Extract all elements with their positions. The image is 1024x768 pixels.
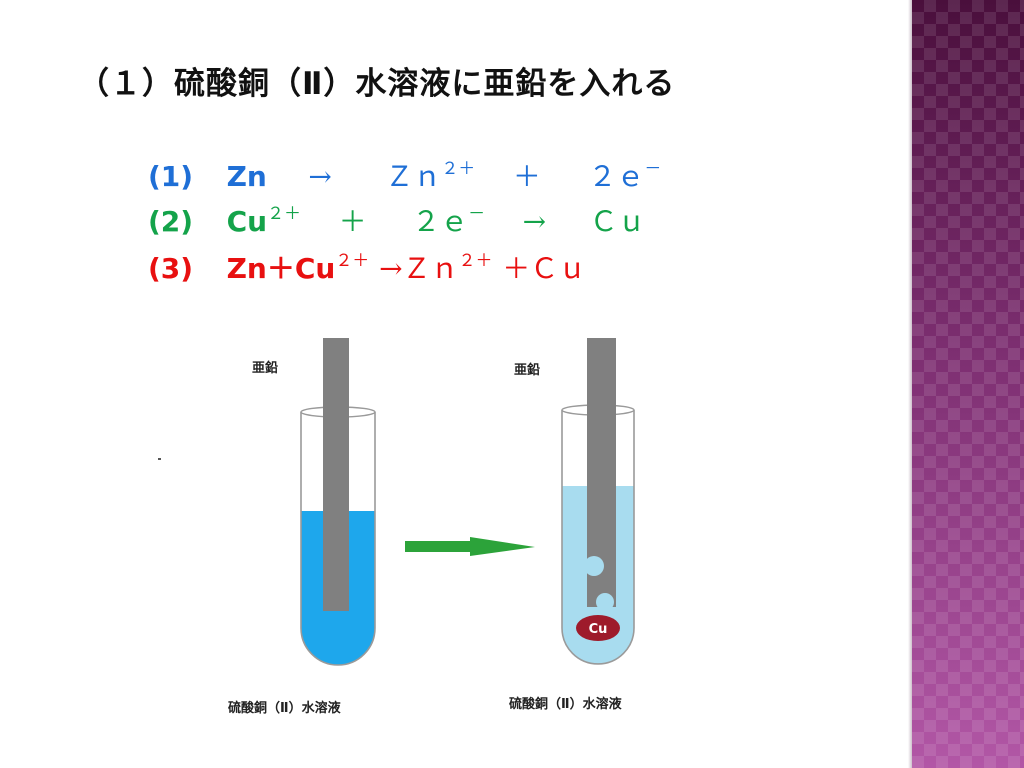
equation-1-plus: ＋	[512, 160, 541, 193]
equation-2-copper-ion-charge: ２＋	[267, 204, 302, 224]
equation-3-copper-ion-charge: ２＋	[335, 251, 370, 271]
equation-1-zinc-ion-charge: ２＋	[441, 159, 476, 179]
left-test-tube	[300, 338, 376, 666]
equation-2-electrons: ２ｅ	[412, 205, 469, 238]
slide-title: （１）硫酸銅（Ⅱ）水溶液に亜鉛を入れる	[78, 66, 676, 102]
right-solution-label: 硫酸銅（Ⅱ）水溶液	[509, 696, 622, 712]
equation-1-arrow: →	[308, 160, 332, 193]
left-tube-outline	[300, 412, 376, 666]
electrode-pit-lower	[596, 593, 614, 611]
equation-3-zinc-ion-charge: ２＋	[458, 251, 493, 271]
equation-1: (1) Zn → Ｚｎ２＋ ＋ ２ｅ－	[148, 160, 661, 194]
equation-2-product: Ｃｕ	[589, 205, 646, 238]
equation-2-plus: ＋	[338, 205, 367, 238]
right-test-tube: Cu	[561, 338, 635, 665]
equation-2-electron-charge: －	[468, 204, 486, 224]
copper-deposit	[576, 615, 620, 641]
equation-2-number: (2)	[148, 205, 194, 238]
left-electrode-label: 亜鉛	[252, 360, 278, 376]
right-zinc-electrode	[587, 338, 616, 620]
equation-2-copper-ion: Cu	[226, 205, 268, 238]
electrode-pit-upper	[584, 556, 604, 576]
test-tube-diagram: 亜鉛 硫酸銅（Ⅱ）水溶液 Cu 亜鉛 硫酸銅（Ⅱ）水溶液	[158, 338, 635, 716]
equation-3-plus-copper: ＋Ｃｕ	[502, 252, 587, 285]
equation-1-electron-charge: －	[644, 159, 662, 179]
equation-1-number: (1)	[148, 160, 194, 193]
right-tube-outline	[561, 410, 635, 665]
equation-1-zinc-ion: Ｚｎ	[385, 160, 442, 193]
copper-deposit-label: Cu	[589, 622, 608, 637]
equation-2: (2) Cu２＋ ＋ ２ｅ－ → Ｃｕ	[148, 205, 646, 239]
equation-3: (3) Zn＋Cu２＋ →Ｚｎ２＋ ＋Ｃｕ	[148, 252, 586, 286]
left-zinc-electrode	[323, 338, 349, 611]
equation-3-arrow-zinc-ion: →Ｚｎ	[379, 252, 459, 285]
stray-dot	[158, 458, 161, 460]
equation-2-arrow: →	[522, 205, 547, 238]
left-solution-label: 硫酸銅（Ⅱ）水溶液	[228, 700, 341, 716]
decorative-side-band	[912, 0, 1024, 768]
equation-3-number: (3)	[148, 252, 194, 285]
equation-1-electrons: ２ｅ	[588, 160, 645, 193]
equation-3-reactants: Zn＋Cu	[226, 252, 336, 285]
equation-1-reactant: Zn	[226, 160, 267, 193]
side-band-edge	[908, 0, 912, 768]
transition-arrow	[405, 537, 535, 556]
right-electrode-label: 亜鉛	[514, 362, 540, 378]
